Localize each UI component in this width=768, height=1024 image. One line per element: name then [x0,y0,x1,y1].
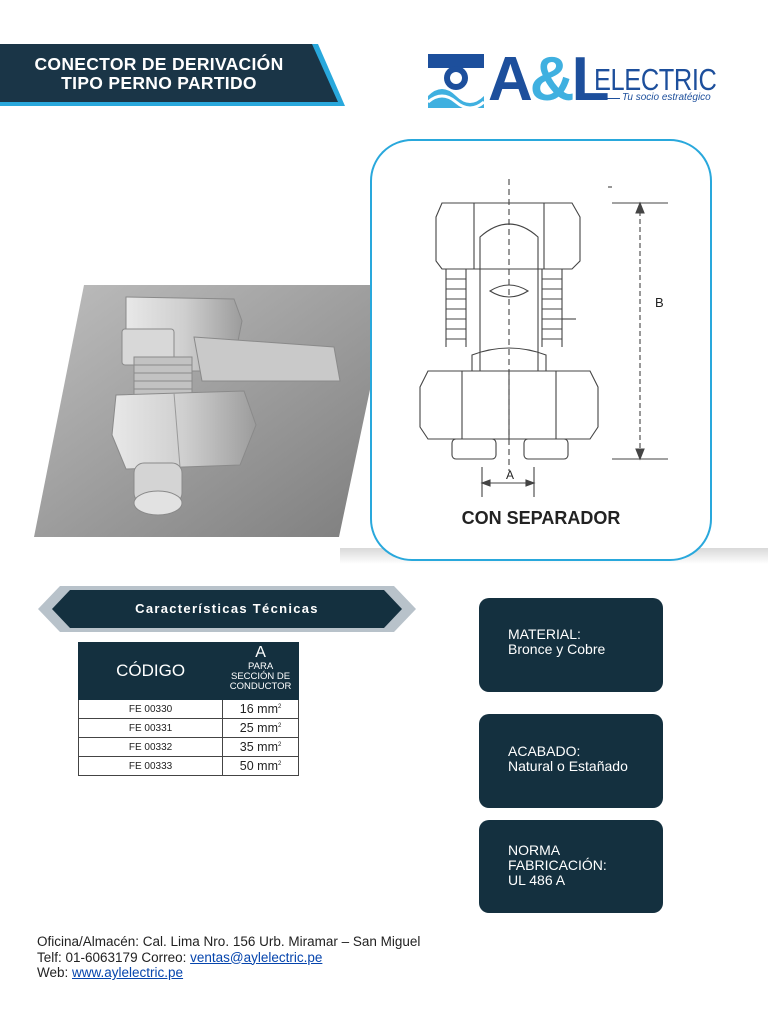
column-header-a-letter: A [255,644,266,661]
footer-contact: Oficina/Almacén: Cal. Lima Nro. 156 Urb.… [37,934,420,981]
finish-card: ACABADO: Natural o Estañado [479,714,663,808]
material-title: MATERIAL: [508,626,581,642]
code-cell: FE 00330 [77,699,224,719]
section-banner: Características Técnicas [38,586,416,632]
dimension-b-label: B [655,295,664,310]
company-logo: A&L ELECTRIC Tu socio estratégico [426,45,717,114]
finish-value: Natural o Estañado [508,758,628,774]
table-row: FE 00331 25 mm2 [77,718,299,738]
footer-address: Oficina/Almacén: Cal. Lima Nro. 156 Urb.… [37,934,421,949]
section-title: Características Técnicas [135,601,319,616]
table-header-row: CÓDIGO A PARA SECCIÓN DE CONDUCTOR [77,642,299,700]
dimension-a-label: A [506,468,515,482]
logo-tagline-rule [594,98,620,99]
page-title: CONECTOR DE DERIVACIÓN TIPO PERNO PARTID… [0,55,318,93]
logo-word: ELECTRIC [594,62,717,97]
column-header-a: A PARA SECCIÓN DE CONDUCTOR [222,642,299,700]
column-header-a-sub1: PARA [247,661,274,672]
size-cell: 50 mm2 [222,756,299,776]
column-header-a-sub2: SECCIÓN DE [231,671,291,682]
material-value: Bronce y Cobre [508,641,606,657]
column-header-code: CÓDIGO [77,642,224,700]
footer-phone: Telf: 01-6063179 Correo: [37,949,191,965]
standard-title-2: FABRICACIÓN: [508,857,607,873]
logo-emblem-icon [427,54,485,110]
email-link[interactable]: ventas@aylelectric.pe [190,949,323,965]
size-cell: 35 mm2 [222,737,299,757]
title-banner: CONECTOR DE DERIVACIÓN TIPO PERNO PARTID… [0,44,345,106]
specs-table: CÓDIGO A PARA SECCIÓN DE CONDUCTOR FE 00… [77,642,299,776]
product-photo [34,285,392,537]
standard-value: UL 486 A [508,872,566,888]
table-row: FE 00333 50 mm2 [77,756,299,776]
title-line-1: CONECTOR DE DERIVACIÓN [34,54,284,74]
code-cell: FE 00333 [77,756,224,776]
material-card: MATERIAL: Bronce y Cobre [479,598,663,692]
title-banner-shape [0,44,345,106]
footer-phone-line: Telf: 01-6063179 Correo: ventas@aylelect… [37,950,420,966]
standard-card: NORMA FABRICACIÓN: UL 486 A [479,820,663,913]
title-line-2: TIPO PERNO PARTIDO [61,73,257,93]
footer-web-label: Web: [37,965,73,980]
column-header-a-sub3: CONDUCTOR [229,681,292,692]
finish-title: ACABADO: [508,743,581,759]
logo-mark: A&L [488,45,609,114]
footer-web-line: Web: www.aylelectric.pe [37,965,420,981]
standard-title-1: NORMA [508,842,561,858]
code-cell: FE 00332 [77,737,224,757]
website-link[interactable]: www.aylelectric.pe [72,965,184,980]
drawing-caption: CON SEPARADOR [461,508,621,528]
code-cell: FE 00331 [77,718,224,738]
connector-drawing [419,179,668,497]
size-cell: 25 mm2 [222,718,299,738]
table-row: FE 00332 35 mm2 [77,737,299,757]
logo-tagline: Tu socio estratégico [622,92,711,103]
table-row: FE 00330 16 mm2 [77,699,299,719]
size-cell: 16 mm2 [222,699,299,719]
section-banner-shape [38,586,416,632]
technical-drawing: B A CON SEPARADOR [370,139,712,561]
